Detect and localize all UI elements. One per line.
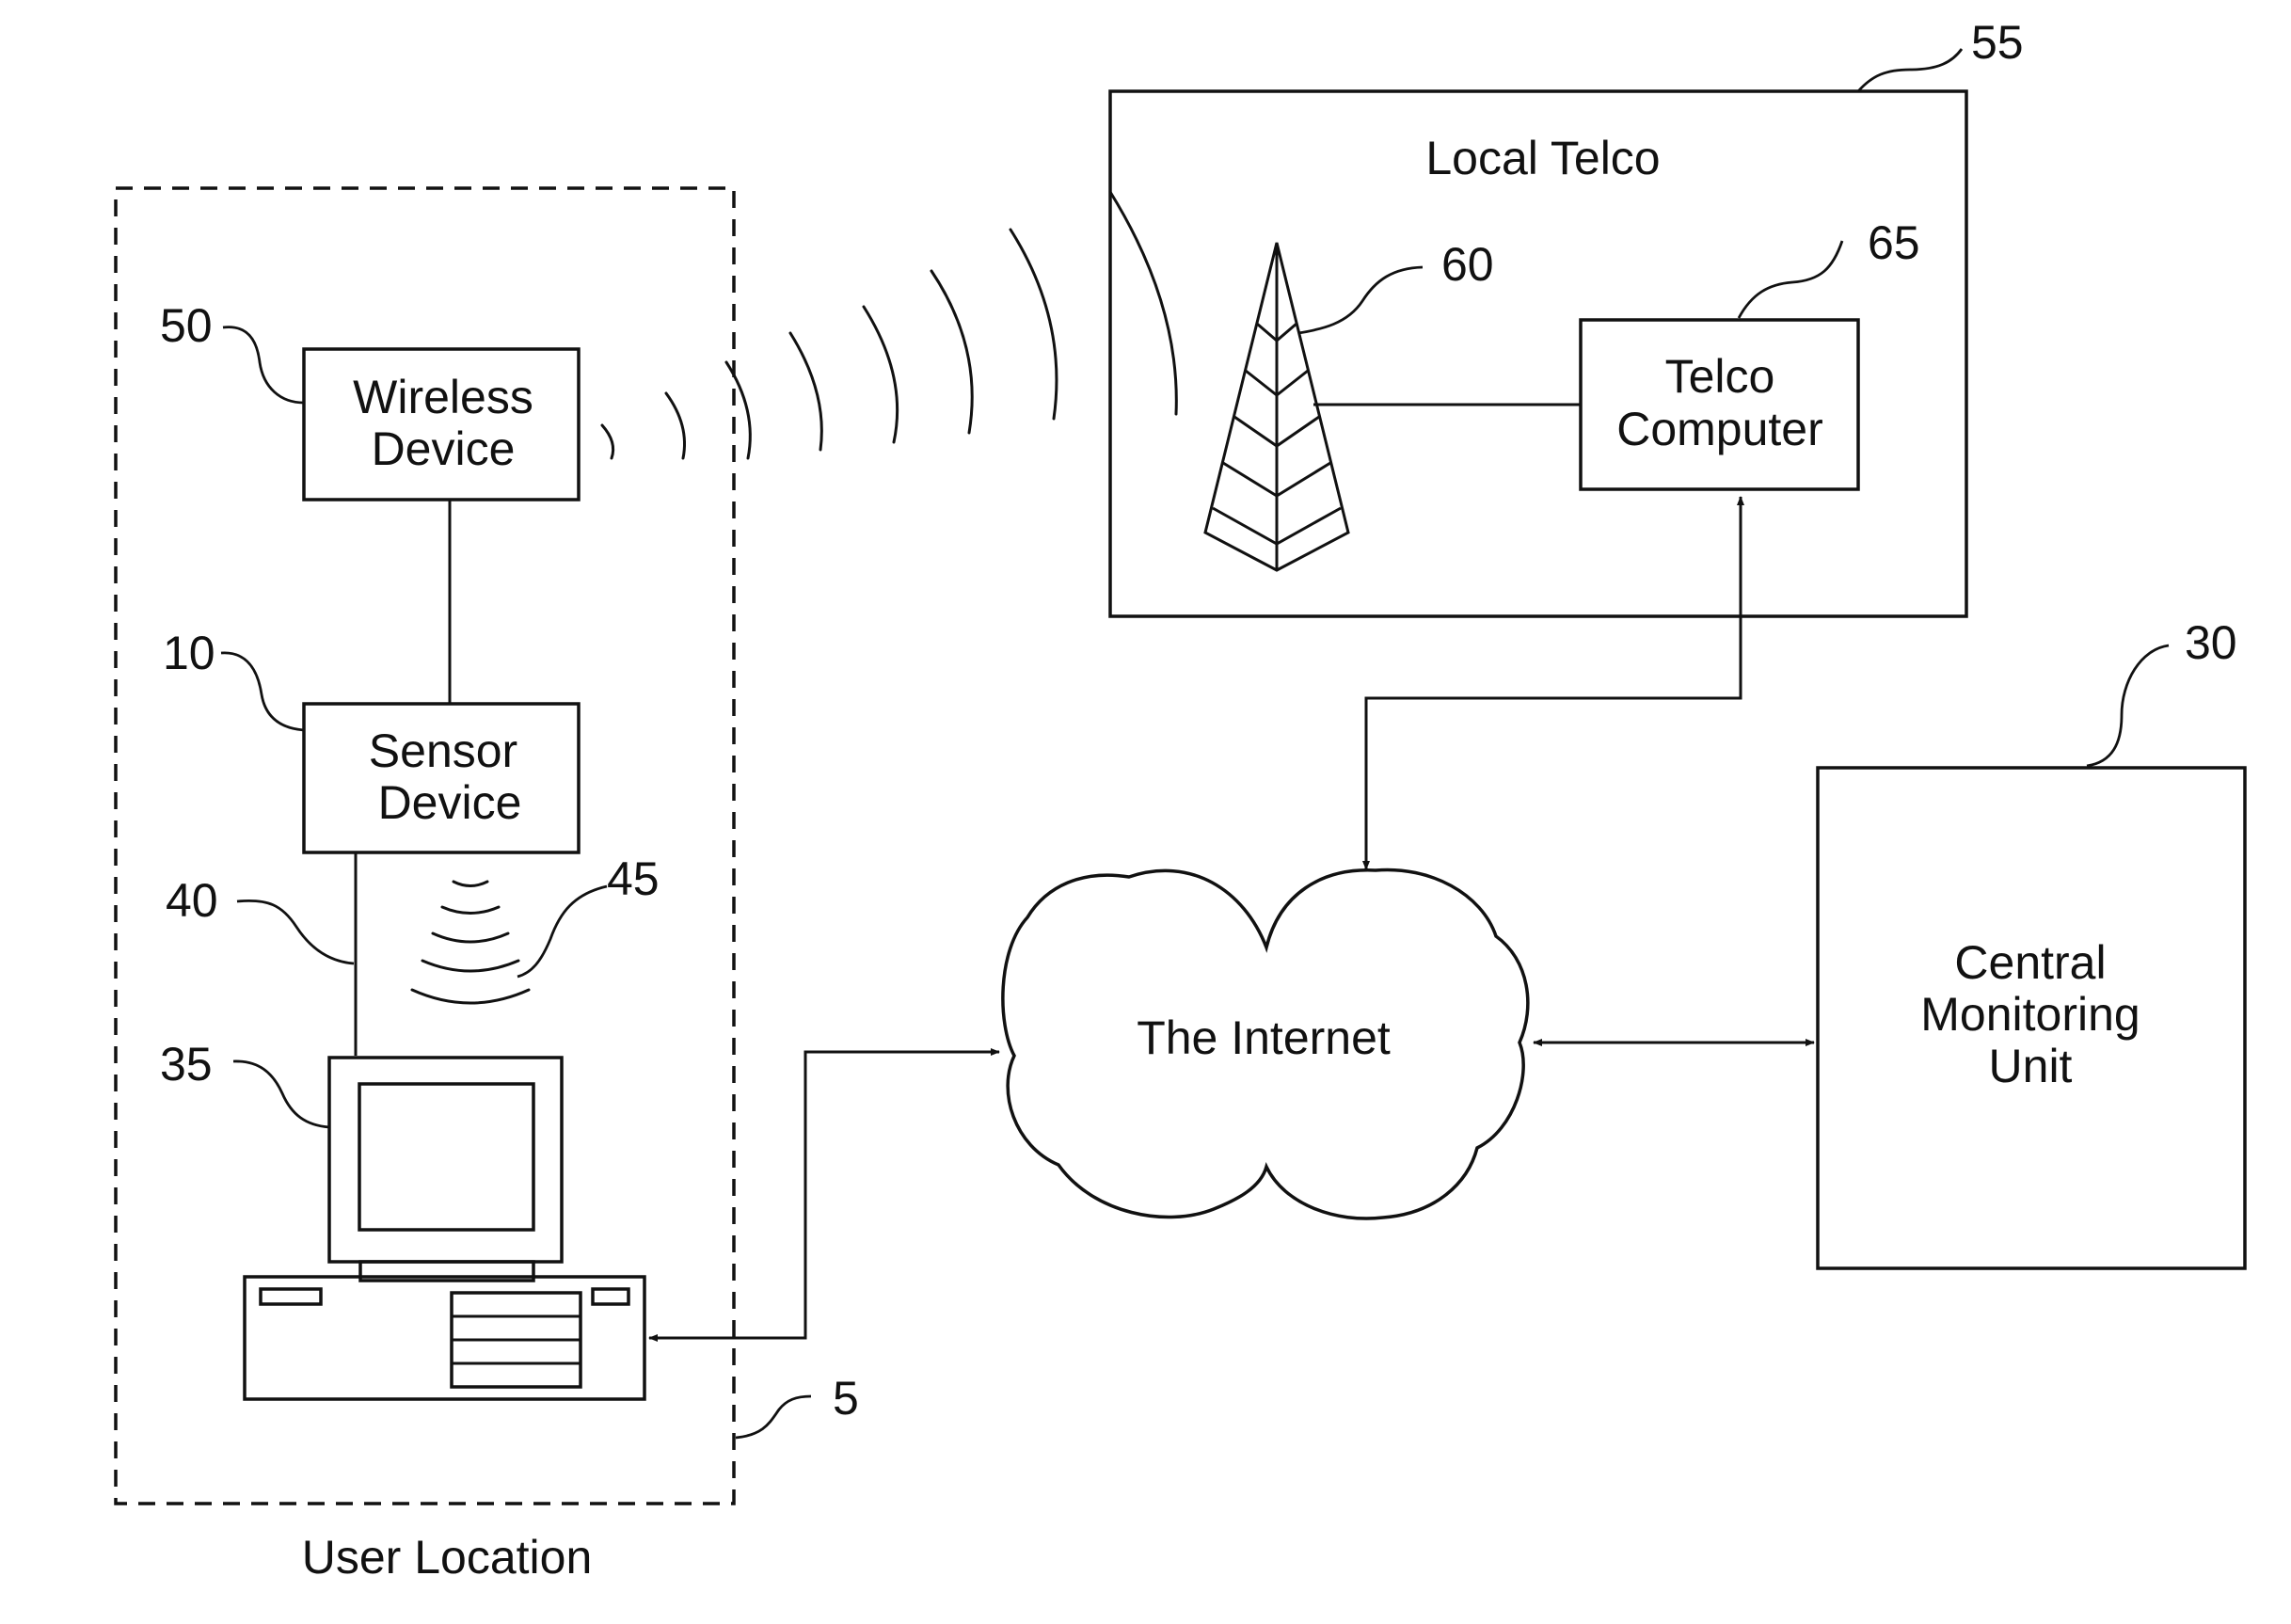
leader-10 (221, 653, 304, 730)
leader-65 (1739, 241, 1842, 318)
central-monitoring-label-1: Central (1954, 936, 2106, 989)
tower-icon (1205, 243, 1348, 570)
wireless-device-label-1: Wireless (353, 371, 533, 423)
computer-case (245, 1277, 644, 1399)
computer-35 (245, 1058, 644, 1399)
central-monitoring-label-2: Monitoring (1920, 988, 2140, 1041)
sensor-device-label-2: Device (378, 776, 522, 829)
leader-45 (517, 886, 607, 977)
ref-num-45: 45 (607, 852, 660, 905)
central-monitoring-label-3: Unit (1989, 1040, 2073, 1092)
drive-slot-left (261, 1289, 321, 1304)
leader-5 (736, 1396, 811, 1438)
ref-num-60: 60 (1441, 238, 1494, 291)
local-telco-label: Local Telco (1425, 132, 1660, 184)
ref-num-40: 40 (166, 874, 218, 927)
leader-60 (1298, 267, 1423, 333)
drive-slot-right (593, 1289, 628, 1304)
ref-num-35: 35 (160, 1038, 213, 1091)
telco-internet-link (1366, 497, 1741, 869)
leader-40 (237, 900, 354, 963)
ref-num-55: 55 (1971, 16, 2024, 69)
computer-internet-link (649, 1052, 999, 1338)
ref-num-30: 30 (2185, 616, 2237, 669)
user-location-label: User Location (302, 1531, 593, 1584)
ref-num-5: 5 (833, 1372, 859, 1425)
leader-30 (2087, 645, 2169, 766)
wireless-device-label-2: Device (372, 422, 516, 475)
wireless-link-45 (412, 882, 529, 1003)
leader-55 (1858, 49, 1962, 91)
monitor-screen (359, 1084, 533, 1230)
telco-computer-label-2: Computer (1616, 403, 1823, 455)
ref-num-65: 65 (1868, 216, 1920, 269)
ref-num-10: 10 (163, 627, 215, 679)
leader-50 (223, 327, 304, 403)
telco-computer-label-1: Telco (1665, 350, 1775, 403)
sensor-device-label-1: Sensor (369, 724, 517, 777)
leader-35 (233, 1061, 329, 1127)
wireless-signal-waves (602, 192, 1176, 458)
internet-label: The Internet (1137, 1011, 1391, 1064)
ref-num-50: 50 (160, 299, 213, 352)
